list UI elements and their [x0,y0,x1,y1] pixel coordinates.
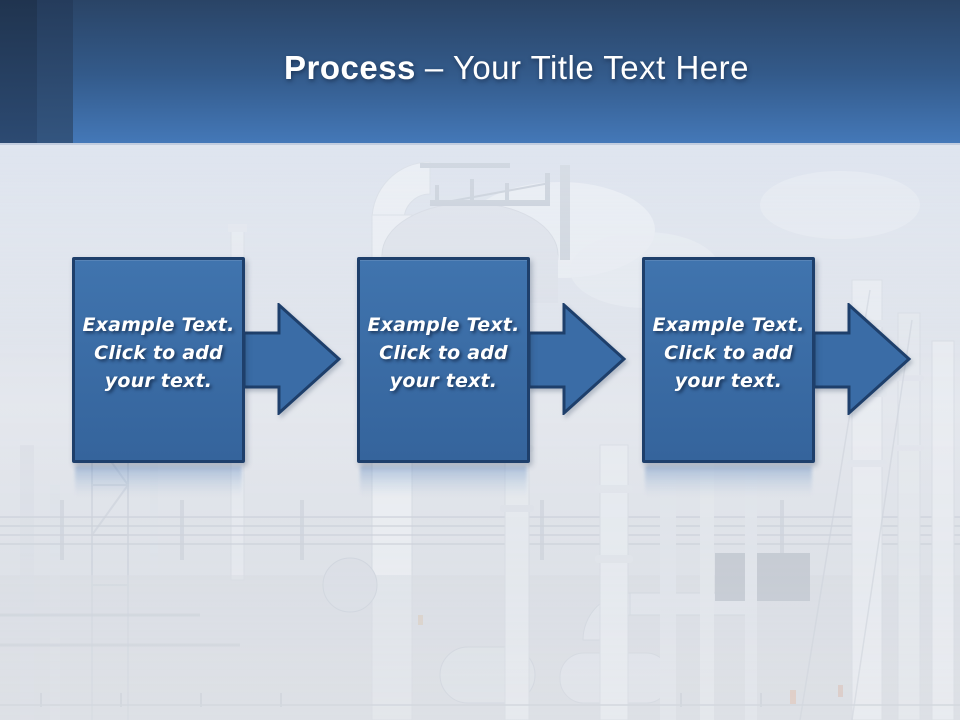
left-accent-stripe-dark [0,0,37,143]
text-placeholder-box-3[interactable]: Example Text. Click to add your text. [642,257,815,463]
arrow-right-icon [527,303,627,415]
placeholder-text-line: Click to add [379,342,508,364]
placeholder-text-line: your text. [104,370,213,392]
arrow-right-icon [242,303,342,415]
text-placeholder-box-2[interactable]: Example Text. Click to add your text. [357,257,530,463]
slide-title-keyword: Process [283,49,416,86]
slide-title-rest: – Your Title Text Here [424,49,750,86]
placeholder-text-line: your text. [674,370,783,392]
title-bar: Process– Your Title Text Here [0,0,960,145]
placeholder-text: Example Text. Click to add your text. [652,311,804,395]
box-reflection [360,466,527,496]
process-step-3: Example Text. Click to add your text. [642,257,922,496]
process-step-2: Example Text. Click to add your text. [357,257,637,496]
placeholder-text-line: Click to add [94,342,223,364]
placeholder-text-line: Example Text. [652,314,805,336]
placeholder-text: Example Text. Click to add your text. [82,311,234,395]
left-accent-stripe-light [37,0,73,143]
placeholder-text-line: Example Text. [367,314,520,336]
arrow-right-icon [812,303,912,415]
box-reflection [645,466,812,496]
placeholder-text: Example Text. Click to add your text. [367,311,519,395]
process-step-1: Example Text. Click to add your text. [72,257,352,496]
box-reflection [75,466,242,496]
placeholder-text-line: Click to add [664,342,793,364]
text-placeholder-box-1[interactable]: Example Text. Click to add your text. [72,257,245,463]
slide-title[interactable]: Process– Your Title Text Here [73,49,960,87]
placeholder-text-line: Example Text. [82,314,235,336]
placeholder-text-line: your text. [389,370,498,392]
